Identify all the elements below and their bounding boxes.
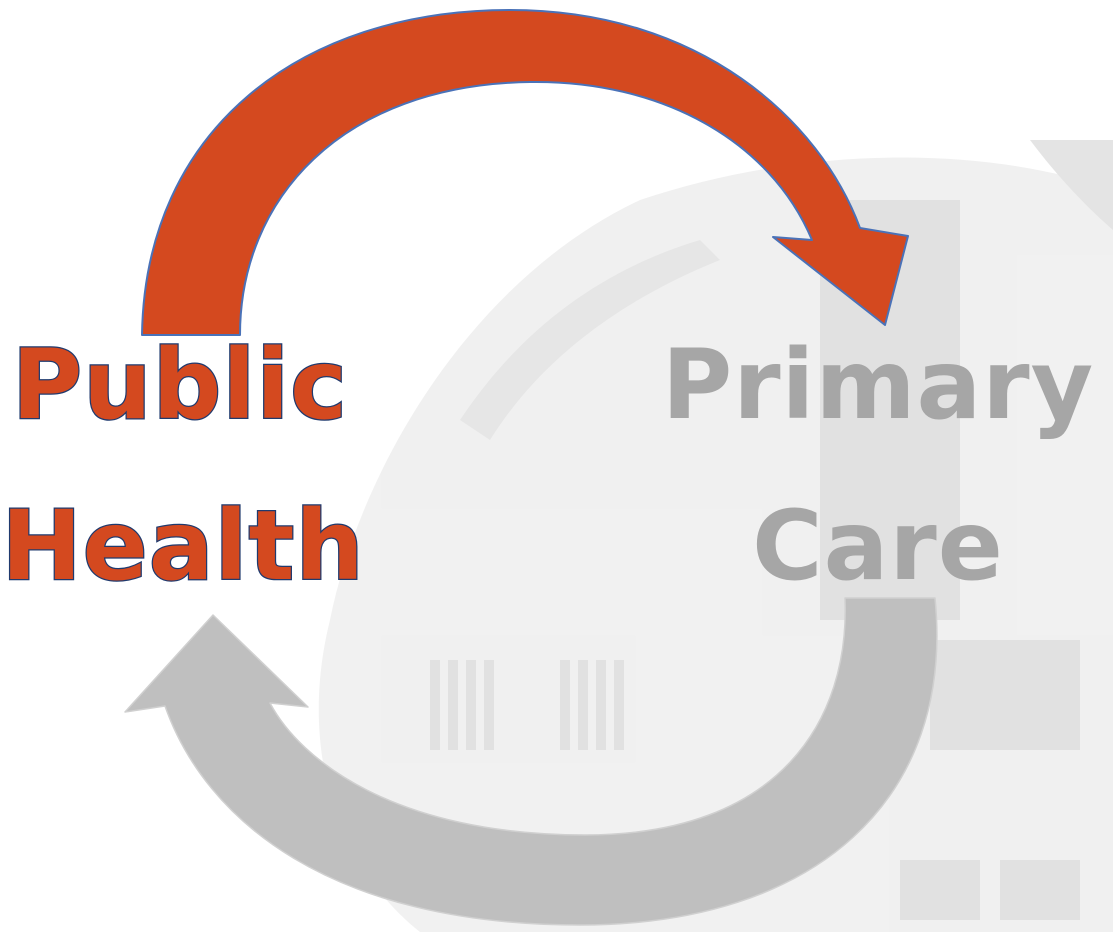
primary-care-line1: Primary <box>662 329 1094 441</box>
public-health-line2: Health <box>1 490 364 602</box>
gray-arrow <box>124 597 938 926</box>
primary-care-label: Primary Care <box>662 329 1094 602</box>
primary-care-line2: Care <box>752 490 1004 602</box>
orange-arrow <box>141 9 909 336</box>
public-health-label: Public Health <box>0 328 365 604</box>
public-health-line1: Public <box>12 329 348 441</box>
